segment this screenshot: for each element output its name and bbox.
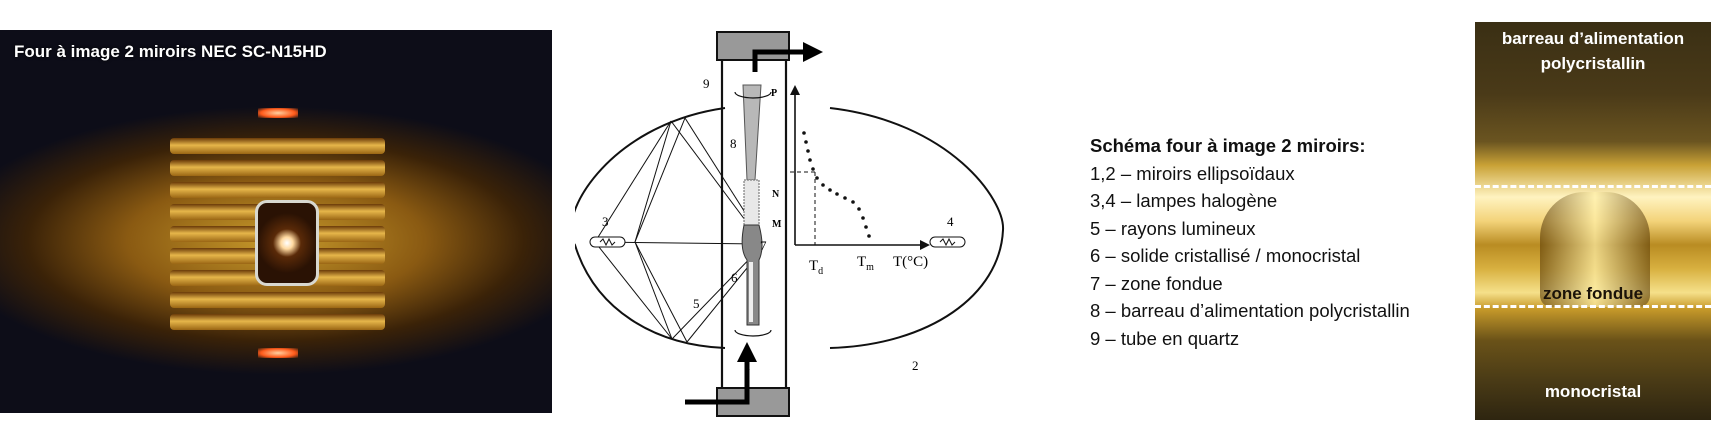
- top-cap: [716, 31, 790, 61]
- molten-zone: [743, 179, 760, 226]
- molten-neck: [1540, 192, 1650, 307]
- label-4: 4: [947, 214, 954, 229]
- gas-in-arrow: [685, 360, 750, 405]
- label-6: 6: [731, 270, 738, 285]
- label-m: M: [772, 219, 782, 230]
- legend-item: 1,2 – miroirs ellipsoïdaux: [1090, 162, 1295, 184]
- label-2: 2: [912, 358, 919, 373]
- label-td: Td: [809, 258, 823, 277]
- legend-title: Schéma four à image 2 miroirs:: [1090, 135, 1366, 156]
- temperature-profile: [802, 131, 871, 238]
- mirror-right: [829, 107, 1005, 349]
- legend-item: 5 – rayons lumineux: [1090, 217, 1256, 239]
- label-9: 9: [703, 76, 710, 91]
- zone-bottom-boundary: [1475, 305, 1711, 308]
- label-7: 7: [760, 238, 767, 253]
- label-3: 3: [602, 214, 609, 229]
- label-1: 1: [744, 358, 751, 373]
- legend-item: 7 – zone fondue: [1090, 272, 1223, 294]
- lamp-4-icon: [929, 236, 966, 248]
- mirror-left: [575, 107, 726, 349]
- monocrystal-label: monocristal: [1544, 382, 1642, 401]
- legend-item: 3,4 – lampes halogène: [1090, 190, 1278, 211]
- zone-top-boundary: [1475, 185, 1711, 188]
- molten-zone-label: zone fondue: [1542, 284, 1644, 303]
- lamp-3-icon: [589, 236, 626, 248]
- zone-photo: barreau d’alimentation polycristallin zo…: [1475, 22, 1711, 420]
- furnace-viewport: [255, 200, 319, 286]
- label-5: 5: [693, 296, 700, 311]
- furnace-photo: Four à image 2 miroirs NEC SC-N15HD: [0, 30, 552, 413]
- label-tm: Tm: [857, 254, 874, 273]
- label-8: 8: [730, 136, 737, 151]
- feed-rod: [742, 84, 762, 181]
- legend-item: 6 – solide cristallisé / monocristal: [1090, 245, 1361, 266]
- legend-item: 8 – barreau d’alimentation polycristalli…: [1090, 300, 1410, 321]
- gas-out-arrow: [752, 49, 805, 72]
- furnace-schematic: 9 8 7 6 5 3 4 1 2 P N M Td Tm T(°C): [575, 31, 1005, 417]
- label-n: N: [772, 189, 780, 200]
- label-p: P: [771, 88, 777, 99]
- legend: Schéma four à image 2 miroirs: 1,2 – mir…: [1090, 132, 1410, 352]
- legend-item: 9 – tube en quartz: [1090, 327, 1240, 349]
- label-t-axis: T(°C): [893, 254, 928, 270]
- photo-title: Four à image 2 miroirs NEC SC-N15HD: [14, 42, 327, 61]
- feed-rod-label: barreau d’alimentation polycristallin: [1501, 29, 1685, 73]
